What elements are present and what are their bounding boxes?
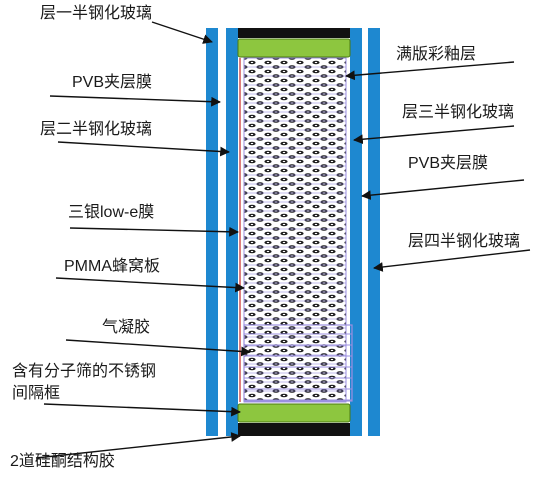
bottom-spacer: [237, 403, 351, 423]
arrow-sealant: [35, 432, 241, 459]
label-frit: 满版彩釉层: [396, 46, 477, 63]
top-spacer: [237, 38, 351, 58]
arrow-glass-layer-4: [373, 249, 531, 272]
arrow-aerogel: [65, 339, 251, 357]
glass-pane-right-outer: [368, 28, 380, 436]
label-glass-layer-2: 层二半钢化玻璃: [40, 121, 153, 138]
label-pmma: PMMA蜂窝板: [64, 258, 161, 275]
label-aerogel: 气凝胶: [102, 319, 151, 336]
label-spacer-1: 含有分子筛的不锈钢: [12, 363, 157, 380]
arrow-low-e: [69, 226, 239, 237]
arrow-glass-layer-1: [151, 21, 213, 44]
label-spacer-2: 间隔框: [12, 385, 61, 402]
honeycomb-grid-lines: [244, 66, 346, 401]
arrow-pvb-right: [361, 179, 525, 201]
pmma-honeycomb-board: [243, 57, 347, 403]
top-sealant: [238, 28, 350, 38]
aerogel-lines: [244, 333, 352, 401]
label-low-e: 三银low-e膜: [68, 204, 155, 221]
label-sealant: 2道硅酮结构胶: [10, 453, 115, 470]
arrow-pmma: [55, 277, 245, 293]
label-glass-layer-4: 层四半钢化玻璃: [408, 233, 521, 250]
arrow-pvb-left: [49, 95, 221, 107]
arrow-frit: [345, 61, 515, 81]
arrow-spacer: [43, 403, 241, 417]
bottom-sealant: [238, 423, 350, 436]
arrow-glass-layer-3: [353, 125, 515, 145]
arrow-glass-layer-2: [57, 141, 230, 157]
label-pvb-left: PVB夹层膜: [72, 74, 153, 91]
glass-pane-right-inner: [350, 28, 362, 436]
aerogel-region: [243, 324, 353, 402]
label-glass-layer-3: 层三半钢化玻璃: [402, 104, 515, 121]
label-glass-layer-1: 层一半钢化玻璃: [40, 5, 153, 22]
label-pvb-right: PVB夹层膜: [408, 155, 489, 172]
